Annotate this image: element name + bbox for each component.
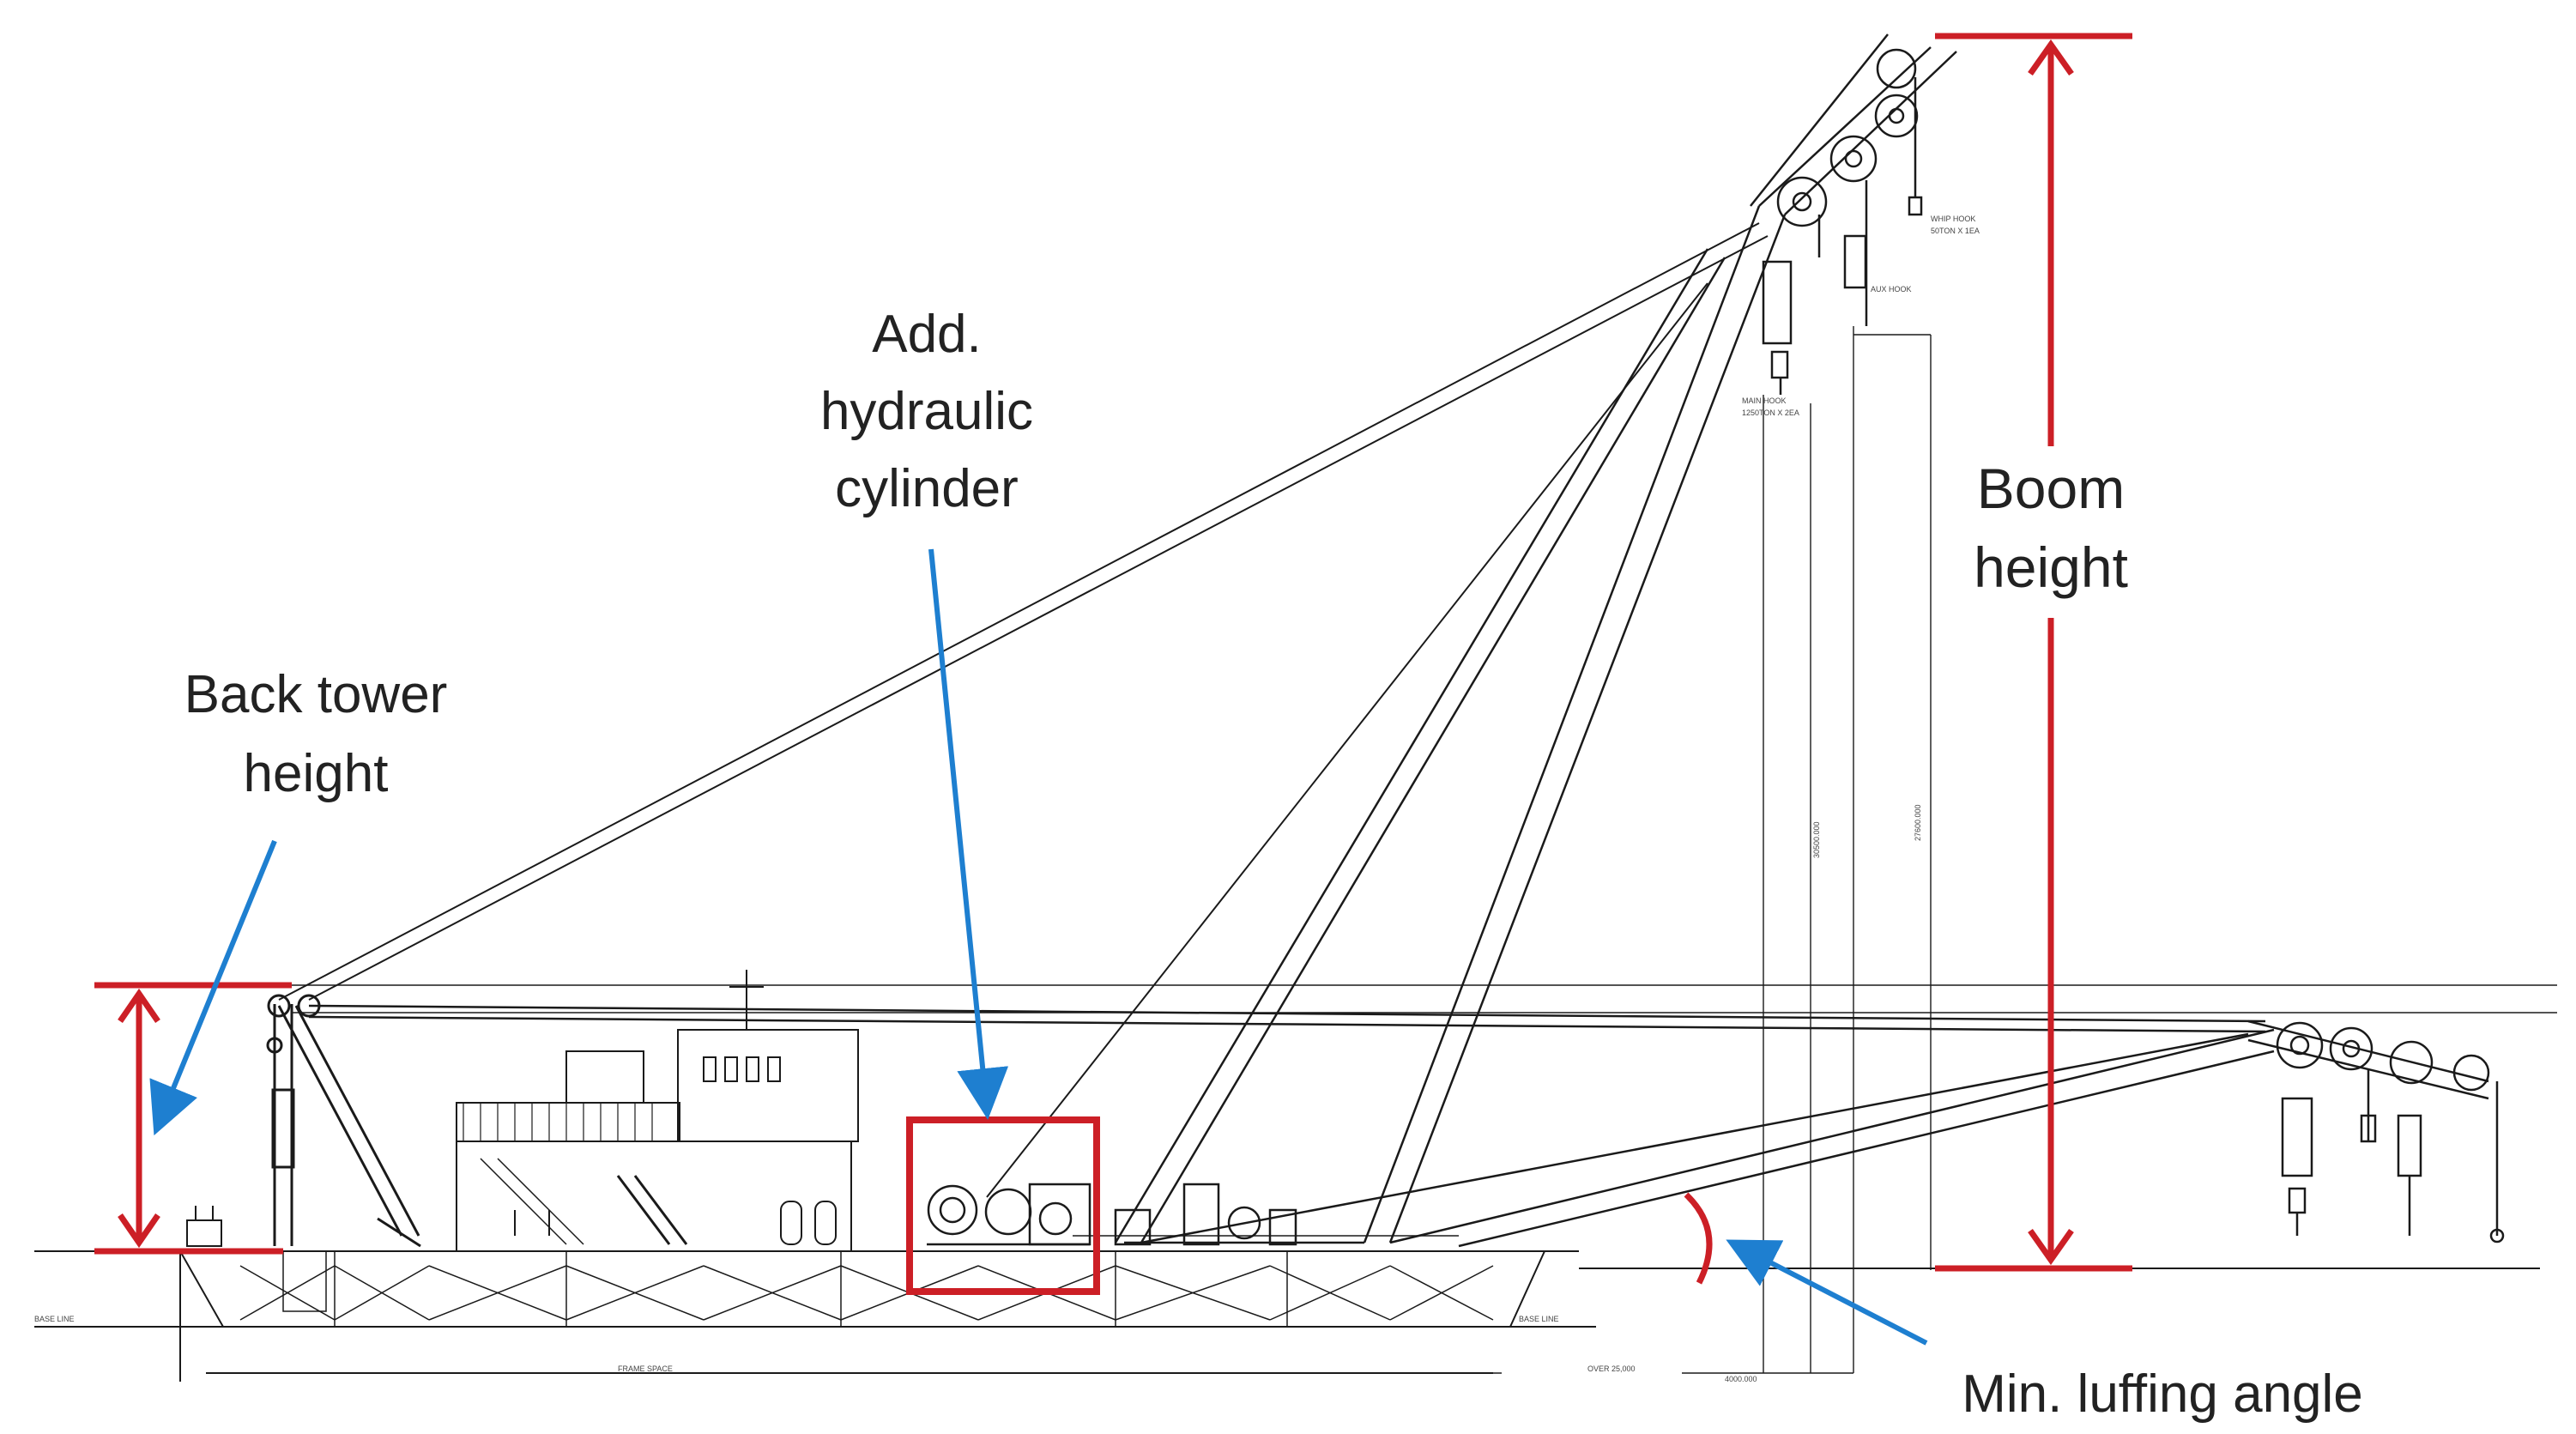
raised-boom-wires — [278, 222, 1769, 1198]
back-tower-dimension — [94, 982, 292, 1255]
main-hook-cap-text: 1250TON X 2EA — [1742, 408, 1799, 417]
back-tower — [266, 994, 421, 1248]
add-cylinder-label-line1: Add. — [872, 305, 982, 364]
dim-bottom-text: 4000.000 — [1725, 1375, 1757, 1383]
dim-right-text: 27600.000 — [1914, 804, 1922, 841]
min-luffing-label: Min. luffing angle — [1962, 1364, 2363, 1424]
back-tower-label-line1: Back tower — [184, 665, 448, 724]
frame-space-text: FRAME SPACE — [618, 1364, 673, 1373]
over-text: OVER 25,000 — [1587, 1364, 1636, 1373]
aux-hook-text: AUX HOOK — [1871, 285, 1912, 293]
base-line-text-right: BASE LINE — [1519, 1315, 1559, 1323]
hydraulic-cylinder-highlight — [906, 1116, 1100, 1295]
add-cylinder-label-line2: hydraulic — [820, 382, 1033, 441]
base-line-text-left: BASE LINE — [34, 1315, 75, 1323]
lowered-boom — [308, 1004, 2505, 1248]
boom-height-label-line2: height — [1974, 535, 2128, 599]
main-hook-text: MAIN HOOK — [1742, 396, 1787, 405]
dimension-lines — [215, 326, 1932, 1374]
add-cylinder-label-line3: cylinder — [835, 459, 1019, 518]
annotation-labels: Add. hydraulic cylinder Back tower heigh… — [184, 305, 2363, 1424]
dim-left-text: 30500.000 — [1812, 821, 1821, 858]
callout-arrows — [149, 548, 1928, 1346]
luffing-angle-arc — [1684, 1192, 1713, 1285]
hull — [34, 1250, 2540, 1382]
back-tower-label-line2: height — [244, 744, 389, 803]
whip-hook-cap-text: 50TON X 1EA — [1931, 227, 1980, 235]
boom-height-label-line1: Boom — [1977, 457, 2125, 520]
raised-boom — [1114, 33, 1957, 1244]
boom-height-dimension — [1935, 33, 2132, 1272]
bow-deck-fittings — [186, 1206, 222, 1247]
drawing-notes: WHIP HOOK 50TON X 1EA AUX HOOK MAIN HOOK… — [34, 215, 1980, 1383]
whip-hook-text: WHIP HOOK — [1931, 215, 1975, 223]
reference-lines — [292, 984, 2557, 1237]
